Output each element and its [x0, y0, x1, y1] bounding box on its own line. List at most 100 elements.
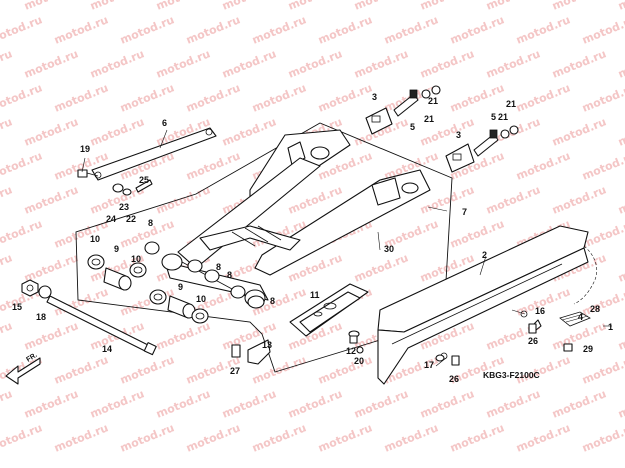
callout-10-a: 10 — [90, 234, 100, 244]
watermark-text: motod.ru — [0, 81, 44, 114]
watermark-text: motod.ru — [154, 0, 212, 13]
callout-6: 6 — [162, 118, 167, 128]
watermark-text: motod.ru — [352, 0, 410, 13]
watermark-text: motod.ru — [580, 421, 625, 454]
callout-10-c: 10 — [196, 294, 206, 304]
watermark-text: motod.ru — [184, 81, 242, 114]
callout-11: 11 — [310, 290, 320, 300]
watermark-text: motod.ru — [550, 319, 608, 352]
watermark-text: motod.ru — [22, 251, 80, 284]
watermark-text: motod.ru — [616, 0, 625, 13]
watermark-text: motod.ru — [616, 251, 625, 284]
watermark-text: motod.ru — [580, 81, 625, 114]
watermark-text: motod.ru — [382, 13, 440, 46]
watermark-text: motod.ru — [550, 115, 608, 148]
front-direction-arrow: FR. — [5, 352, 41, 385]
callout-21-a: 21 — [428, 96, 438, 106]
callout-5-left: 5 — [410, 122, 415, 132]
watermark-text: motod.ru — [484, 47, 542, 80]
watermark-text: motod.ru — [514, 13, 572, 46]
watermark-text: motod.ru — [0, 217, 44, 250]
chain-adjuster-icon — [445, 125, 519, 173]
watermark-text: motod.ru — [88, 387, 146, 420]
watermark-text: motod.ru — [352, 387, 410, 420]
chain-case-icon — [377, 225, 589, 385]
callout-12: 12 — [346, 346, 356, 356]
callout-26-a: 26 — [528, 336, 538, 346]
watermark-text: motod.ru — [184, 149, 242, 182]
watermark-text: motod.ru — [88, 0, 146, 13]
watermark-text: motod.ru — [118, 353, 176, 386]
callout-9-b: 9 — [178, 282, 183, 292]
watermark-text: motod.ru — [316, 421, 374, 454]
watermark-text: motod.ru — [0, 0, 14, 13]
callout-8-a: 8 — [148, 218, 153, 228]
watermark-text: motod.ru — [154, 387, 212, 420]
watermark-text: motod.ru — [316, 81, 374, 114]
watermark-text: motod.ru — [52, 13, 110, 46]
watermark-text: motod.ru — [316, 13, 374, 46]
watermark-text: motod.ru — [220, 47, 278, 80]
callout-3-left: 3 — [372, 92, 377, 102]
watermark-text: motod.ru — [616, 183, 625, 216]
watermark-text: motod.ru — [250, 81, 308, 114]
watermark-text: motod.ru — [352, 47, 410, 80]
callout-18: 18 — [36, 312, 46, 322]
watermark-text: motod.ru — [118, 421, 176, 454]
watermark-text: motod.ru — [118, 13, 176, 46]
watermark-text: motod.ru — [220, 0, 278, 13]
pivot-bearing-stack-icon — [87, 241, 209, 324]
watermark-text: motod.ru — [550, 0, 608, 13]
callout-17: 17 — [424, 360, 434, 370]
watermark-text: motod.ru — [118, 285, 176, 318]
watermark-text: motod.ru — [316, 353, 374, 386]
callout-28: 28 — [590, 304, 600, 314]
watermark-text: motod.ru — [448, 13, 506, 46]
watermark-text: motod.ru — [448, 421, 506, 454]
chain-adjuster-icon — [365, 85, 441, 135]
watermark-text: motod.ru — [52, 81, 110, 114]
swingarm-icon — [161, 129, 431, 307]
callout-19: 19 — [80, 144, 90, 154]
watermark-text: motod.ru — [0, 115, 14, 148]
watermark-text: motod.ru — [550, 387, 608, 420]
watermark-text: motod.ru — [52, 217, 110, 250]
callout-13: 13 — [262, 340, 272, 350]
watermark-text: motod.ru — [448, 81, 506, 114]
chain-guide-icon — [289, 283, 369, 338]
watermark-text: motod.ru — [0, 47, 14, 80]
watermark-text: motod.ru — [0, 319, 14, 352]
bracket-icon — [231, 339, 271, 365]
drive-chain-icon — [559, 245, 597, 352]
callout-14: 14 — [102, 344, 112, 354]
watermark-text: motod.ru — [352, 251, 410, 284]
watermark-text: motod.ru — [616, 47, 625, 80]
watermark-text: motod.ru — [154, 183, 212, 216]
callout-26-b: 26 — [449, 374, 459, 384]
callout-10-b: 10 — [131, 254, 141, 264]
watermark-text: motod.ru — [418, 0, 476, 13]
watermark-text: motod.ru — [52, 421, 110, 454]
callout-5-right: 5 — [491, 112, 496, 122]
callout-25: 25 — [139, 175, 149, 185]
callout-15: 15 — [12, 302, 22, 312]
watermark-text: motod.ru — [184, 421, 242, 454]
watermark-text: motod.ru — [184, 13, 242, 46]
swingarm-group-frame — [75, 122, 453, 373]
collar-icon — [112, 179, 153, 196]
watermark-text: motod.ru — [22, 387, 80, 420]
callout-22: 22 — [126, 214, 136, 224]
nut-icon — [21, 279, 52, 299]
callout-3-right: 3 — [456, 130, 461, 140]
callout-20: 20 — [354, 356, 364, 366]
watermark-text: motod.ru — [154, 47, 212, 80]
watermark-text: motod.ru — [616, 115, 625, 148]
callout-8-b: 8 — [216, 262, 221, 272]
watermark-text: motod.ru — [616, 387, 625, 420]
bolt-icon — [349, 335, 364, 354]
callout-8-d: 8 — [270, 296, 275, 306]
watermark-text: motod.ru — [550, 183, 608, 216]
watermark-text: motod.ru — [580, 285, 625, 318]
callout-30: 30 — [384, 244, 394, 254]
